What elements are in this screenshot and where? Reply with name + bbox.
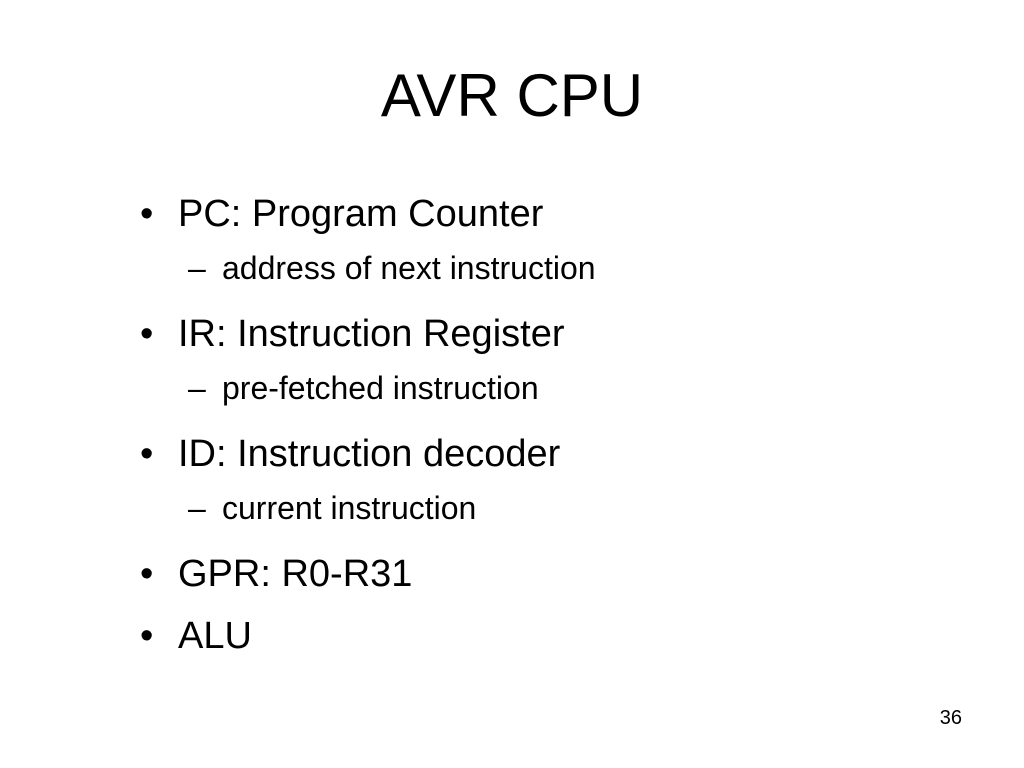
bullet-icon: • [140,193,154,235]
bullet-icon: • [140,433,154,475]
bullet-text: ID: Instruction decoder [178,433,561,475]
sub-item-text: current instruction [222,490,477,526]
bullet-text: ALU [178,615,252,657]
sub-item-text: address of next instruction [222,250,596,286]
slide-title: AVR CPU [380,62,644,129]
dash-icon: – [188,250,206,286]
bullet-text: PC: Program Counter [178,193,544,235]
bullet-icon: • [140,313,154,355]
sub-item-text: pre-fetched instruction [222,370,539,406]
bullet-icon: • [140,553,154,595]
bullet-text: GPR: R0-R31 [178,553,413,595]
dash-icon: – [188,370,206,406]
dash-icon: – [188,490,206,526]
slide-number: 36 [939,707,962,729]
bullet-icon: • [140,615,154,657]
bullet-text: IR: Instruction Register [178,313,565,355]
